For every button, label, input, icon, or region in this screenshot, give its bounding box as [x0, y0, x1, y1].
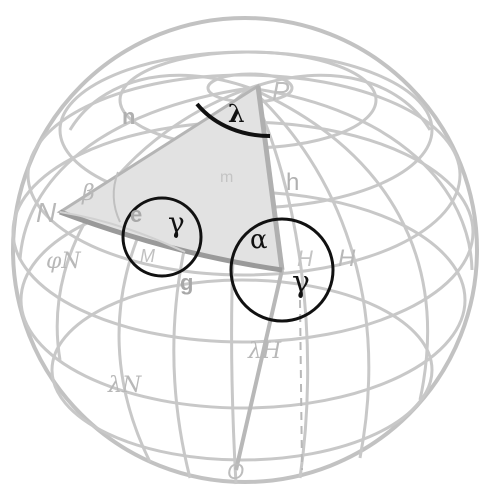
meridian-h-o — [234, 269, 284, 471]
label-n: n — [122, 104, 135, 129]
label-node-n: N — [36, 197, 57, 228]
label-lambda: λ — [228, 99, 245, 128]
label-alpha: α — [250, 225, 268, 255]
great-circle-g — [59, 209, 283, 273]
dashed-line — [299, 299, 303, 471]
label-beta: β — [81, 181, 95, 206]
label-e: e — [130, 202, 142, 227]
label-lambda-n: λN — [107, 373, 142, 398]
label-phi-n: φN — [46, 249, 81, 274]
label-lambda-h: λH — [247, 339, 282, 364]
great-circle-e — [59, 211, 186, 253]
label-gamma-large: γ — [292, 265, 310, 300]
label-pole: P — [272, 76, 290, 106]
label-h-point: H — [297, 246, 313, 271]
gamma-circle-large — [229, 217, 335, 323]
gamma-circle-small — [121, 196, 203, 278]
label-gamma-small: γ — [168, 206, 185, 239]
meridian-p-h — [255, 85, 285, 271]
label-h: h — [286, 169, 299, 196]
label-o-point: O — [227, 459, 244, 484]
label-h-side: H — [338, 245, 356, 272]
label-m: m — [220, 169, 233, 186]
beta-angle-arc — [112, 171, 121, 223]
label-g: g — [180, 270, 193, 295]
lambda-angle-arc — [195, 102, 271, 138]
label-m-small: M — [140, 246, 155, 266]
